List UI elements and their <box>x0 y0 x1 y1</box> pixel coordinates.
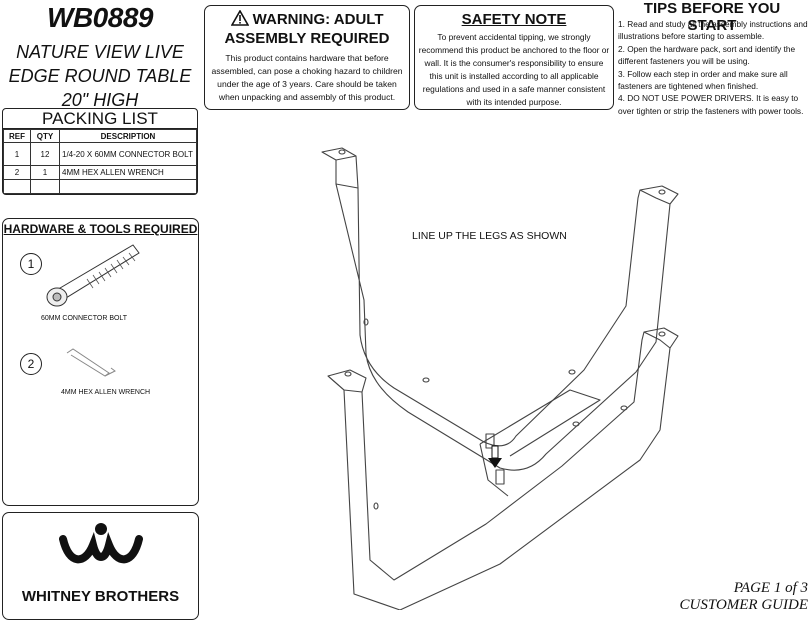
column-header: DESCRIPTION <box>59 129 197 143</box>
warning-box: WARNING: ADULT ASSEMBLY REQUIRED This pr… <box>204 5 410 110</box>
cell-qty: 12 <box>30 142 60 166</box>
hardware-panel: HARDWARE & TOOLS REQUIRED 1 60MM CONNECT… <box>2 218 199 506</box>
cell-ref: 2 <box>3 165 31 180</box>
item-caption-2: 4MM HEX ALLEN WRENCH <box>61 389 151 396</box>
cell-description <box>59 179 197 194</box>
cell-ref <box>3 179 31 194</box>
column-header: QTY <box>30 129 60 143</box>
item-caption-1: 60MM CONNECTOR BOLT <box>41 315 128 322</box>
tip-item: 3. Follow each step in order and make su… <box>618 68 788 92</box>
connector-bolt-icon <box>46 244 140 307</box>
packing-list-table: REF QTY DESCRIPTION 1 12 1/4-20 X 60MM C… <box>3 129 197 194</box>
cell-ref: 1 <box>3 142 31 166</box>
customer-guide-label: CUSTOMER GUIDE <box>679 597 808 613</box>
warning-triangle-icon <box>230 9 249 26</box>
tips-list: 1. Read and study all the assembly instr… <box>618 18 808 117</box>
brand-name: WHITNEY BROTHERS <box>21 588 180 605</box>
tips-title: TIPS BEFORE YOU START <box>643 0 781 34</box>
table-row <box>3 179 197 194</box>
table-row: 1 12 1/4-20 X 60MM CONNECTOR BOLT <box>3 142 197 166</box>
cell-qty: 1 <box>30 165 60 180</box>
hex-wrench-icon <box>66 348 116 377</box>
table-header-row: REF QTY DESCRIPTION <box>3 129 197 143</box>
tip-item: 1. Read and study all the assembly instr… <box>618 19 808 42</box>
page-number: PAGE 1 of 3 <box>733 580 808 596</box>
warning-title: WARNING: ADULT ASSEMBLY REQUIRED <box>205 9 409 48</box>
column-header: REF <box>3 129 31 143</box>
hardware-title: HARDWARE & TOOLS REQUIRED <box>3 222 198 236</box>
warning-title-line1: WARNING: ADULT <box>252 11 384 28</box>
tip-item: 2. Open the hardware pack, sort and iden… <box>618 43 796 67</box>
brand-panel: WHITNEY BROTHERS <box>2 512 199 620</box>
warning-body: This product contains hardware that befo… <box>211 53 403 102</box>
cell-qty <box>30 179 60 194</box>
tip-item: 4. DO NOT USE POWER DRIVERS. It is easy … <box>618 93 804 116</box>
table-row: 2 1 4MM HEX ALLEN WRENCH <box>3 165 197 180</box>
safety-title: SAFETY NOTE <box>461 11 567 28</box>
item-number-1: 1 <box>20 253 42 275</box>
warning-title-line2: ASSEMBLY REQUIRED <box>224 30 390 47</box>
down-arrow-icon <box>488 445 502 468</box>
assembly-illustration <box>321 147 679 610</box>
product-name: NATURE VIEW LIVE EDGE ROUND TABLE 20" HI… <box>8 42 192 110</box>
safety-box: SAFETY NOTE To prevent accidental tippin… <box>414 5 614 110</box>
cell-description: 4MM HEX ALLEN WRENCH <box>59 165 197 180</box>
safety-body: To prevent accidental tipping, we strong… <box>418 32 610 107</box>
packing-list-title: PACKING LIST <box>3 109 197 129</box>
packing-list: PACKING LIST REF QTY DESCRIPTION 1 12 1/… <box>2 108 198 195</box>
item-number-2: 2 <box>20 353 42 375</box>
whitney-brothers-logo <box>59 523 143 564</box>
model-number: WB0889 <box>47 2 153 33</box>
step-instruction: LINE UP THE LEGS AS SHOWN <box>412 230 567 242</box>
cell-description: 1/4-20 X 60MM CONNECTOR BOLT <box>59 142 197 166</box>
